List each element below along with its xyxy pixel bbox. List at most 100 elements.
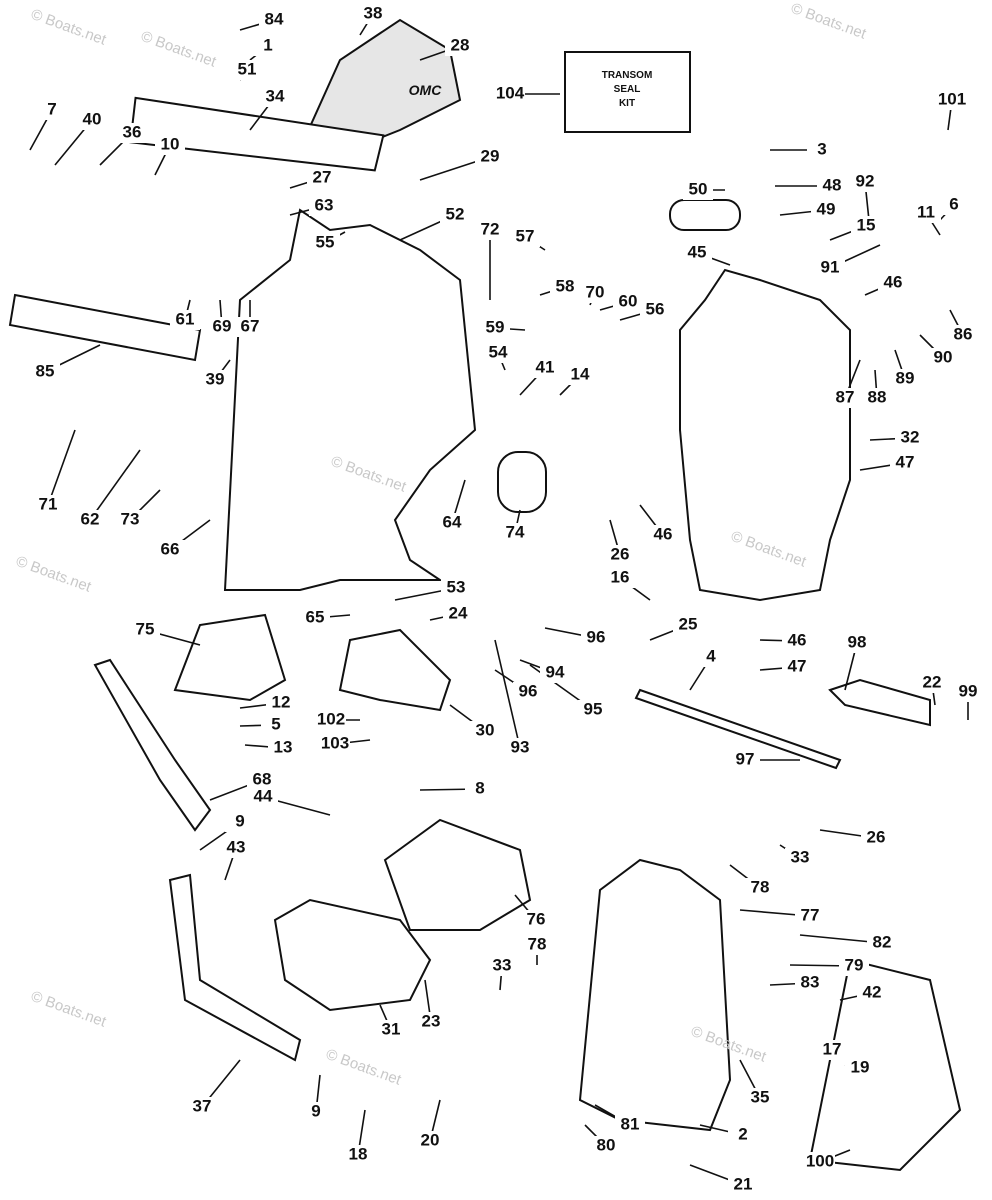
label-background <box>522 935 552 955</box>
label-background <box>259 10 289 30</box>
part-number-label: 31 <box>382 1019 401 1038</box>
part-number-label: 28 <box>451 35 470 54</box>
label-background <box>483 343 513 363</box>
part-number-label: 37 <box>193 1096 212 1115</box>
part-number-label: 26 <box>611 544 630 563</box>
label-background <box>805 1152 835 1172</box>
tube-85 <box>8 293 202 362</box>
label-background <box>540 663 570 683</box>
label-background <box>441 578 471 598</box>
label-background <box>480 318 510 338</box>
label-background <box>235 317 265 337</box>
part-number-label: 6 <box>949 194 958 213</box>
watermark: © Boats.net <box>139 28 219 71</box>
part-number-label: 4 <box>706 646 716 665</box>
part-number-label: 99 <box>959 681 978 700</box>
part-number-label: 10 <box>161 134 180 153</box>
part-number-label: 15 <box>857 215 876 234</box>
watermark: © Boats.net <box>789 0 869 43</box>
label-background <box>495 84 525 104</box>
part-number-label: 104 <box>496 83 525 102</box>
leader-line <box>47 429 76 506</box>
part-number-label: 70 <box>586 282 605 301</box>
label-background <box>207 317 237 337</box>
ring-49 <box>669 199 741 231</box>
part-number-label: 9 <box>235 811 244 830</box>
part-number-label: 98 <box>848 632 867 651</box>
label-background <box>857 983 887 1003</box>
part-number-label: 88 <box>868 387 887 406</box>
label-background <box>815 258 845 278</box>
part-number-label: 46 <box>884 272 903 291</box>
label-background <box>130 620 160 640</box>
label-background <box>225 812 255 832</box>
leader-line <box>494 639 521 749</box>
label-background <box>817 1040 847 1060</box>
label-background <box>830 388 860 408</box>
part-number-label: 94 <box>546 662 565 681</box>
part-number-label: 47 <box>788 656 807 675</box>
label-background <box>261 715 291 735</box>
part-number-label: 56 <box>646 299 665 318</box>
part-number-label: 85 <box>36 361 55 380</box>
label-background <box>358 4 388 24</box>
part-number-label: 41 <box>536 357 555 376</box>
part-number-label: 60 <box>619 291 638 310</box>
part-number-label: 33 <box>791 847 810 866</box>
label-background <box>155 135 185 155</box>
label-background <box>782 631 812 651</box>
label-background <box>260 87 290 107</box>
label-background <box>521 910 551 930</box>
bracket-30 <box>338 628 452 712</box>
part-number-label: 33 <box>493 955 512 974</box>
label-background <box>851 216 881 236</box>
part-number-label: 46 <box>654 524 673 543</box>
part-number-label: 11 <box>917 202 935 221</box>
label-background <box>253 36 283 56</box>
part-number-label: 61 <box>176 309 195 328</box>
part-number-label: 58 <box>556 276 575 295</box>
part-number-label: 90 <box>934 347 953 366</box>
label-background <box>785 848 815 868</box>
part-number-label: 9 <box>311 1101 320 1120</box>
shaft-97 <box>634 688 842 770</box>
part-number-label: 26 <box>867 827 886 846</box>
label-background <box>320 734 350 754</box>
part-number-label: 43 <box>227 837 246 856</box>
gimbal-housing <box>223 208 477 591</box>
label-background <box>443 604 473 624</box>
part-number-label: 63 <box>315 195 334 214</box>
watermark: © Boats.net <box>14 553 94 596</box>
part-number-label: 22 <box>923 672 942 691</box>
part-number-label: 75 <box>136 619 155 638</box>
part-number-label: 27 <box>313 167 332 186</box>
part-number-label: 97 <box>736 749 755 768</box>
part-number-label: 86 <box>954 324 973 343</box>
label-background <box>33 495 63 515</box>
label-background <box>917 673 947 693</box>
bellows-31 <box>273 898 432 1012</box>
bearing-74 <box>497 451 547 513</box>
part-number-label: 34 <box>266 86 285 105</box>
transom-seal-kit-box <box>564 51 691 133</box>
label-background <box>170 310 200 330</box>
part-number-label: 46 <box>788 630 807 649</box>
label-background <box>500 523 530 543</box>
label-background <box>850 172 880 192</box>
part-number-label: 47 <box>896 452 915 471</box>
part-number-label: 42 <box>863 982 882 1001</box>
part-number-label: 69 <box>213 316 232 335</box>
part-number-label: 84 <box>265 9 284 28</box>
label-background <box>187 1097 217 1117</box>
label-background <box>117 123 147 143</box>
label-background <box>307 168 337 188</box>
part-number-label: 78 <box>528 934 547 953</box>
label-background <box>928 348 958 368</box>
part-number-label: 24 <box>449 603 468 622</box>
label-background <box>30 362 60 382</box>
part-number-label: 12 <box>272 692 291 711</box>
label-background <box>939 195 969 215</box>
label-background <box>948 325 978 345</box>
